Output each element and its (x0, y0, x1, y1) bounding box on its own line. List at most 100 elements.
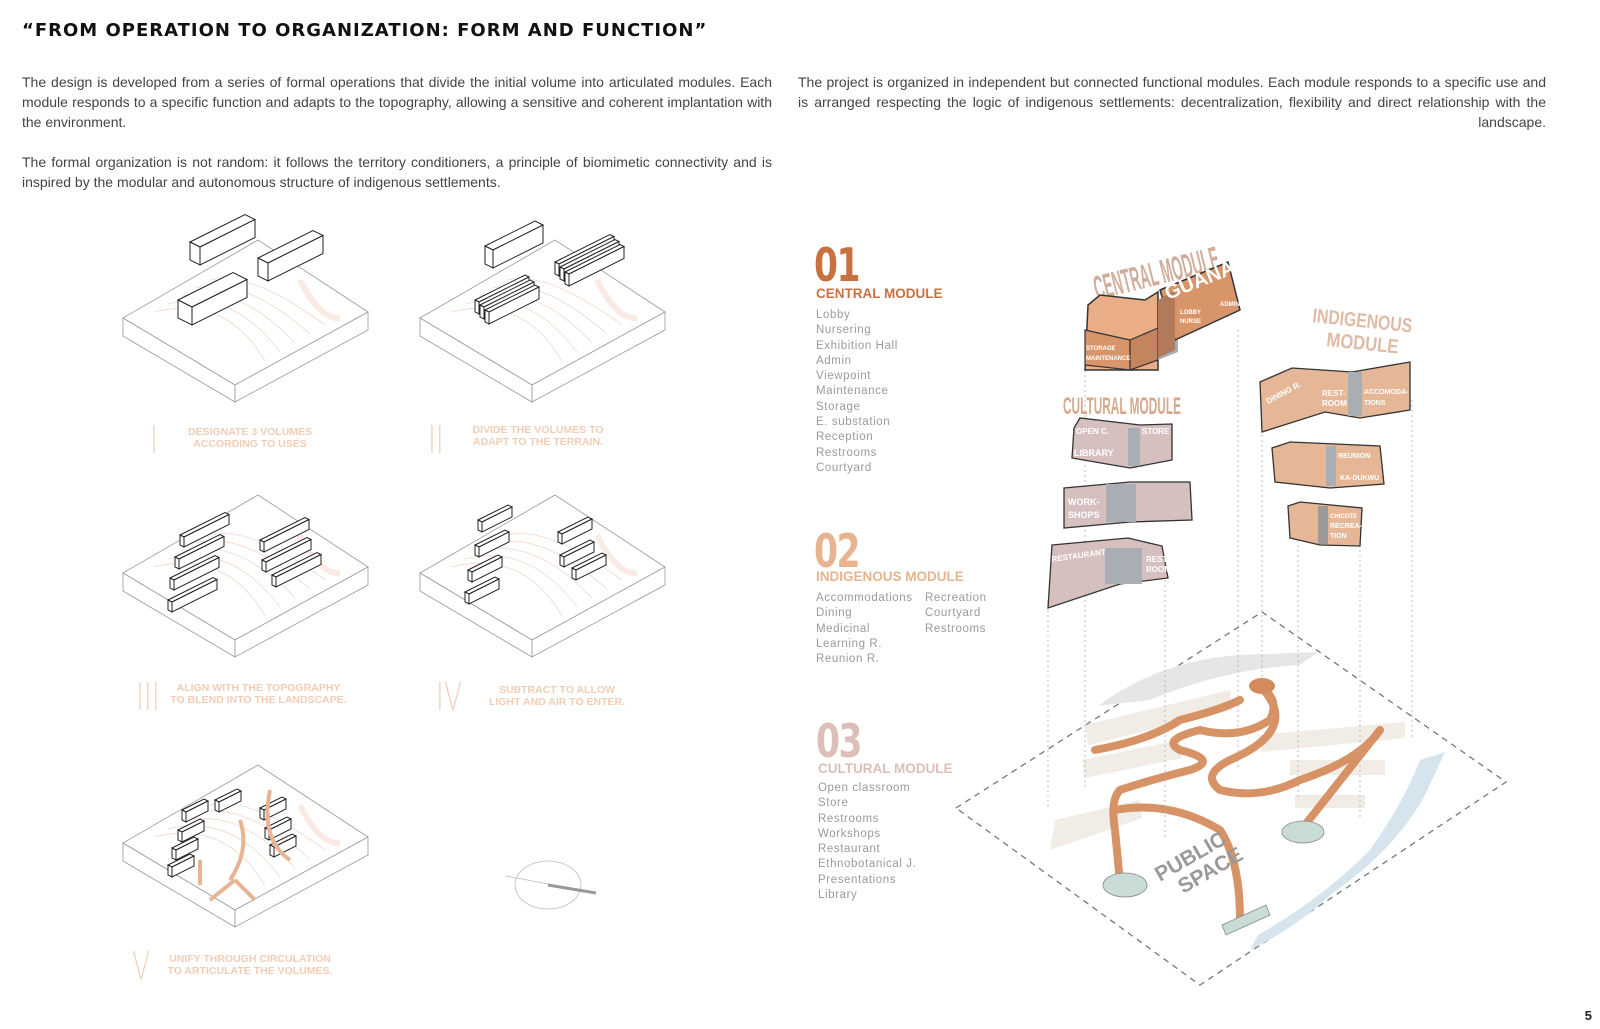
volume-front (267, 234, 324, 282)
contour-line (167, 825, 281, 878)
step-numeral: III (136, 675, 160, 719)
contour-line (297, 803, 341, 847)
step-caption-line: ACCORDING TO USES (193, 438, 307, 450)
room-label: STORAGE (1086, 346, 1116, 352)
module-item: Lobby (816, 309, 851, 321)
volume-side (174, 556, 180, 570)
step-numeral: V (132, 944, 151, 988)
module-item: E. substation (816, 416, 891, 429)
room-label: KA-DUKWU (1340, 475, 1379, 482)
module-item: Exhibition Hall (816, 339, 898, 352)
terrain-slab-5 (122, 764, 369, 928)
module-item: Presentations (818, 873, 897, 886)
volume-side (214, 799, 220, 813)
module-title: CENTRAL MODULE (816, 286, 943, 301)
volume-side (559, 554, 565, 568)
volume-side (467, 569, 473, 583)
volume-side (474, 544, 480, 558)
volume-front (218, 790, 242, 813)
room-label: ROOM (1146, 565, 1171, 574)
module-item: Accommodations (816, 592, 913, 604)
module-item: Viewpoint (816, 370, 872, 383)
terraces (1050, 690, 1405, 850)
module-item: Open classroom (818, 782, 911, 794)
room-label: TION (1330, 533, 1347, 540)
volume-side (259, 539, 265, 553)
intro-paragraph-2: The formal organization is not random: i… (22, 154, 772, 190)
slab-top (122, 239, 369, 386)
volume-side (179, 534, 185, 548)
volume-side (557, 531, 563, 545)
intro-paragraph-1: The design is developed from a series of… (22, 74, 772, 130)
volume-side (261, 559, 267, 573)
volume-side (259, 807, 265, 821)
module-item: Medicinal (816, 622, 870, 635)
module-title: CULTURAL MODULE (818, 761, 953, 776)
volume-side (181, 809, 187, 823)
module-item: Admin (816, 354, 852, 367)
volume-front (268, 818, 292, 841)
central-module-block: CENTRAL MODULE GUANANÍ STORAGE MAINTENAN… (1084, 240, 1257, 371)
module-item: Recreation (925, 592, 987, 604)
page-title: “FROM OPERATION TO ORGANIZATION: FORM AN… (22, 20, 708, 41)
modules-paragraph: The project is organized in independent … (798, 74, 1546, 130)
step-numeral: IV (436, 675, 463, 719)
river (1250, 752, 1445, 950)
room-label: WORK- (1068, 497, 1100, 507)
volume-side (171, 847, 177, 861)
contour-line (153, 307, 266, 362)
cultural-module-label: CULTURAL MODULE (1063, 393, 1181, 420)
room-label: STORE (1142, 427, 1170, 436)
page-number: 5 (1584, 1008, 1592, 1023)
room-label: REST- (1322, 389, 1346, 398)
operation-diagrams (122, 213, 666, 928)
volume-front (171, 855, 195, 878)
slab-side (234, 836, 369, 928)
volume-side (477, 519, 483, 533)
volume-front (471, 556, 503, 583)
volume-side (571, 567, 577, 581)
contour-line (153, 562, 266, 617)
module-item: Learning R. (816, 637, 883, 650)
module-item: Workshops (818, 827, 881, 840)
room-label: SHOPS (1068, 510, 1100, 520)
volume-front (171, 578, 218, 613)
module-number: 03 (816, 714, 863, 768)
step-caption-line: UNIFY THROUGH CIRCULATION (169, 953, 331, 965)
volume-front (263, 518, 310, 553)
volume-front (492, 224, 544, 269)
terrain-slab-1 (122, 213, 369, 403)
step-caption-line: DIVIDE THE VOLUMES TO (472, 424, 604, 436)
step-caption-line: TO BLEND INTO THE LANDSCAPE. (170, 694, 347, 706)
room-label: LOBBY (1180, 310, 1201, 316)
contour-line (297, 278, 341, 322)
volume-side (554, 261, 560, 277)
plaza-node (1221, 904, 1271, 936)
contour-line (506, 533, 623, 581)
room-label: MAINTENANCE (1086, 356, 1130, 362)
indigenous-module-block: INDIGENOUS MODULE DINING R. REST- ROOM A… (1259, 305, 1413, 547)
volume-side (564, 271, 570, 287)
slab-side (531, 566, 666, 658)
volume-side (474, 299, 480, 315)
volume-front (181, 820, 205, 843)
module-item: Library (818, 889, 858, 902)
volume-side (464, 591, 470, 605)
room-label: ACCOMODA- (1364, 389, 1409, 396)
terrain-slab-2 (419, 220, 666, 403)
circulation-path (1091, 684, 1384, 924)
volume-front (191, 278, 248, 326)
step-numeral: I (150, 418, 158, 462)
volume-front (185, 800, 209, 823)
volume-side (177, 829, 183, 843)
volume-front (478, 531, 510, 558)
volume-front (183, 513, 230, 548)
volume-front (563, 541, 595, 568)
volume-front (275, 553, 322, 588)
module-item: Restrooms (816, 446, 877, 459)
room-label: REST- (1146, 555, 1170, 564)
module-item: Dining (816, 607, 853, 620)
slab-top (419, 239, 666, 386)
